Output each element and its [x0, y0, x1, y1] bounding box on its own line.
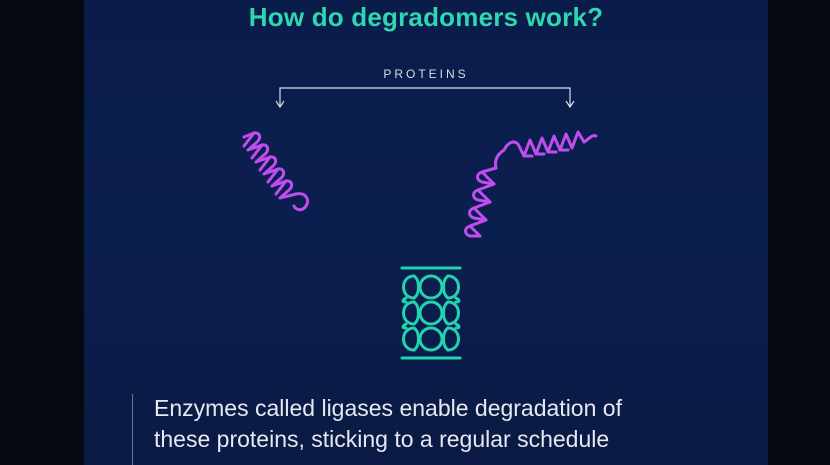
protein-helix-right-icon [464, 130, 598, 238]
ligase-icon [400, 266, 462, 360]
proteins-label: PROTEINS [383, 67, 469, 81]
slide: How do degradomers work? PROTEINS [84, 0, 768, 465]
caption-divider [132, 394, 133, 465]
illustration [242, 87, 598, 360]
caption-line-2: these proteins, sticking to a regular sc… [154, 426, 610, 452]
slide-title: How do degradomers work? [248, 2, 604, 32]
bracket-arrow-icon [275, 87, 575, 109]
caption: Enzymes called ligases enable degradatio… [154, 393, 764, 455]
protein-helix-left-icon [242, 131, 310, 212]
caption-line-1: Enzymes called ligases enable degradatio… [154, 395, 622, 421]
